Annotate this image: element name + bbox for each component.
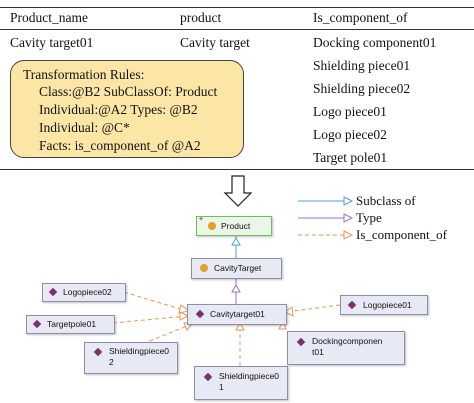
cell-product: Cavity target: [180, 35, 250, 50]
node-label: Product: [221, 221, 251, 231]
expand-icon[interactable]: +: [199, 216, 204, 223]
cell-component: Shielding piece01: [313, 58, 411, 73]
cell-product-name: Cavity target01: [10, 35, 94, 50]
individual-diamond-icon: [296, 337, 306, 347]
col-header-is-component-of: Is_component_of: [313, 10, 408, 25]
legend-type-label: Type: [356, 210, 382, 225]
graph-node-dockingcomponent01[interactable]: Dockingcomponen t01: [287, 331, 405, 365]
legend-subclass-label: Subclass of: [356, 193, 416, 208]
legend-component-label: Is_component_of: [356, 227, 447, 242]
individual-diamond-icon: [347, 300, 357, 310]
rule-line: Class:@B2 SubClassOf: Product: [39, 84, 218, 99]
graph-node-logopiece02[interactable]: Logopiece02: [42, 283, 126, 302]
graph-node-logopiece01[interactable]: Logopiece01: [340, 295, 428, 315]
transformation-rules-box: Transformation Rules: Class:@B2 SubClass…: [10, 60, 244, 158]
cell-component: Shielding piece02: [313, 81, 411, 96]
class-circle-icon: [200, 264, 208, 272]
individual-diamond-icon: [93, 347, 103, 357]
node-label: Shieldingpiece0 1: [219, 371, 280, 392]
individual-diamond-icon: [203, 372, 213, 382]
graph-node-shieldingpiece01[interactable]: Shieldingpiece0 1: [194, 366, 288, 400]
node-label: Dockingcomponen t01: [312, 336, 383, 357]
table-header-rule: [0, 29, 474, 30]
individual-diamond-icon: [195, 309, 205, 319]
graph-node-product[interactable]: + Product: [196, 216, 272, 236]
node-label: Targetpole01: [47, 319, 97, 329]
rule-line: Individual: @C*: [39, 120, 130, 135]
rules-title: Transformation Rules:: [23, 67, 145, 82]
individual-diamond-icon: [32, 319, 42, 329]
cell-component: Logo piece02: [313, 127, 387, 142]
class-circle-icon: [208, 222, 216, 230]
graph-node-cavitytarget01[interactable]: Cavitytarget01: [187, 304, 287, 325]
node-label: CavityTarget: [214, 263, 262, 273]
table-bottom-rule: [0, 169, 474, 170]
individual-diamond-icon: [48, 287, 58, 297]
cell-component: Docking component01: [313, 35, 437, 50]
rule-line: Individual:@A2 Types: @B2: [39, 102, 198, 117]
table-top-rule: [0, 7, 474, 8]
graph-node-targetpole01[interactable]: Targetpole01: [26, 315, 115, 334]
subclass-arrowhead: [231, 236, 241, 246]
rule-line: Facts: is_component_of @A2: [39, 138, 201, 153]
graph-node-cavitytarget[interactable]: CavityTarget: [191, 258, 282, 279]
cell-component: Target pole01: [313, 150, 388, 165]
cell-component: Logo piece01: [313, 104, 387, 119]
type-arrowhead: [231, 283, 241, 293]
col-header-product-name: Product_name: [10, 10, 88, 25]
node-label: Logopiece02: [63, 287, 112, 297]
graph-node-shieldingpiece02[interactable]: Shieldingpiece0 2: [84, 342, 178, 374]
col-header-product: product: [180, 10, 222, 25]
node-label: Shieldingpiece0 2: [109, 346, 170, 367]
node-label: Cavitytarget01: [210, 309, 265, 319]
node-label: Logopiece01: [363, 300, 412, 310]
down-arrow-icon: [223, 175, 253, 207]
